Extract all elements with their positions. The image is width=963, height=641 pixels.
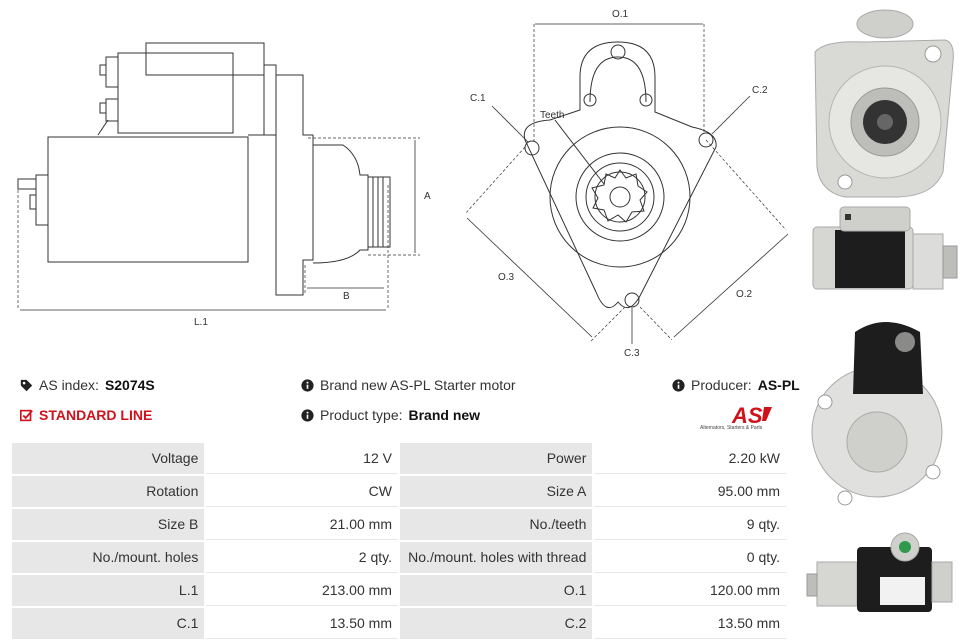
producer-row: Producer: AS-PL: [672, 377, 800, 393]
standard-line-label: STANDARD LINE: [39, 407, 153, 423]
dim-c3-label: C.3: [624, 348, 640, 359]
dim-c1-label: C.1: [470, 93, 486, 104]
spec-key: No./teeth: [399, 509, 593, 540]
tag-icon: [20, 379, 33, 391]
spec-value: 2 qty.: [206, 542, 398, 573]
spec-key: Voltage: [12, 443, 205, 474]
spec-value: 21.00 mm: [206, 509, 398, 540]
logo-tagline: Alternators, Starters & Parts: [700, 425, 763, 431]
dim-b-label: B: [343, 291, 350, 302]
spec-key: O.1: [399, 575, 593, 606]
producer-value: AS-PL: [757, 377, 800, 393]
as-index-value: S2074S: [104, 377, 155, 393]
brand-row: Brand new AS-PL Starter motor: [301, 377, 516, 393]
spec-key: Power: [399, 443, 593, 474]
as-index-label: AS index:: [39, 377, 99, 393]
photo-label-view: [806, 532, 953, 612]
product-type-label: Product type:: [320, 407, 403, 423]
spec-key: No./mount. holes with thread: [399, 542, 593, 573]
info-icon: [301, 408, 314, 422]
as-index-row: AS index: S2074S: [20, 377, 155, 393]
dim-l1-label: L.1: [194, 317, 208, 328]
logo-text: AS: [731, 403, 763, 428]
product-type-value: Brand new: [408, 407, 481, 423]
spec-key: C.2: [399, 608, 593, 639]
dim-a-label: A: [424, 191, 431, 202]
spec-value: 2.20 kW: [594, 443, 786, 474]
spec-value: 95.00 mm: [594, 476, 786, 507]
spec-value: 13.50 mm: [206, 608, 398, 639]
photo-rear-view: [811, 322, 943, 506]
teeth-label: Teeth: [540, 110, 564, 121]
info-icon: [301, 378, 314, 392]
spec-value: 9 qty.: [594, 509, 786, 540]
spec-value: CW: [206, 476, 398, 507]
info-icon: [672, 378, 685, 392]
spec-value: 13.50 mm: [594, 608, 786, 639]
spec-value: 213.00 mm: [206, 575, 398, 606]
dim-c2-label: C.2: [752, 85, 768, 96]
as-pl-logo: AS: [731, 403, 772, 428]
front-view-drawing: O.1 C.1 C.2 Teeth O.3 O.2 C.3: [464, 9, 789, 359]
standard-line-row: STANDARD LINE: [20, 407, 152, 423]
spec-key: No./mount. holes: [12, 542, 205, 573]
check-square-icon: [20, 409, 33, 421]
spec-key: L.1: [12, 575, 205, 606]
brand-text: Brand new AS-PL Starter motor: [320, 377, 516, 393]
dim-o3-label: O.3: [498, 272, 515, 283]
producer-label: Producer:: [691, 377, 752, 393]
spec-key: Size B: [12, 509, 205, 540]
dim-o2-label: O.2: [736, 289, 753, 300]
spec-key: C.1: [12, 608, 205, 639]
photo-front-view: [814, 9, 954, 198]
spec-value: 120.00 mm: [594, 575, 786, 606]
spec-key: Size A: [399, 476, 593, 507]
product-type-row: Product type: Brand new: [301, 407, 480, 423]
product-photos: [806, 9, 958, 612]
spec-key: Rotation: [12, 476, 205, 507]
dim-o1-label: O.1: [612, 9, 629, 20]
side-view-drawing: A B L.1: [17, 42, 431, 328]
spec-value: 0 qty.: [594, 542, 786, 573]
spec-value: 12 V: [206, 443, 398, 474]
photo-side-view: [812, 206, 958, 290]
